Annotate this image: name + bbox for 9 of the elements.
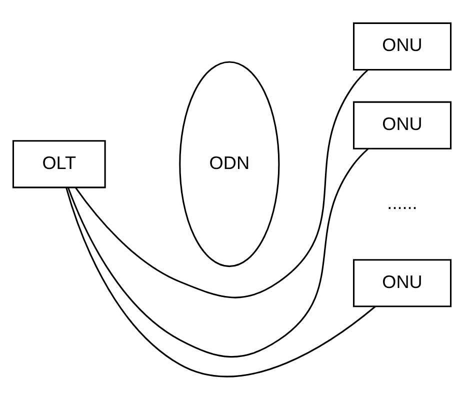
node-ellipse: ODN [179,61,280,268]
node-box: ONU [353,22,452,70]
node-box: ONU [353,259,452,308]
connector [66,187,376,378]
node-box: OLT [12,140,106,188]
node-box: ONU [353,101,452,150]
connector [75,69,368,298]
connector [68,148,369,358]
label: ...... [387,193,418,214]
